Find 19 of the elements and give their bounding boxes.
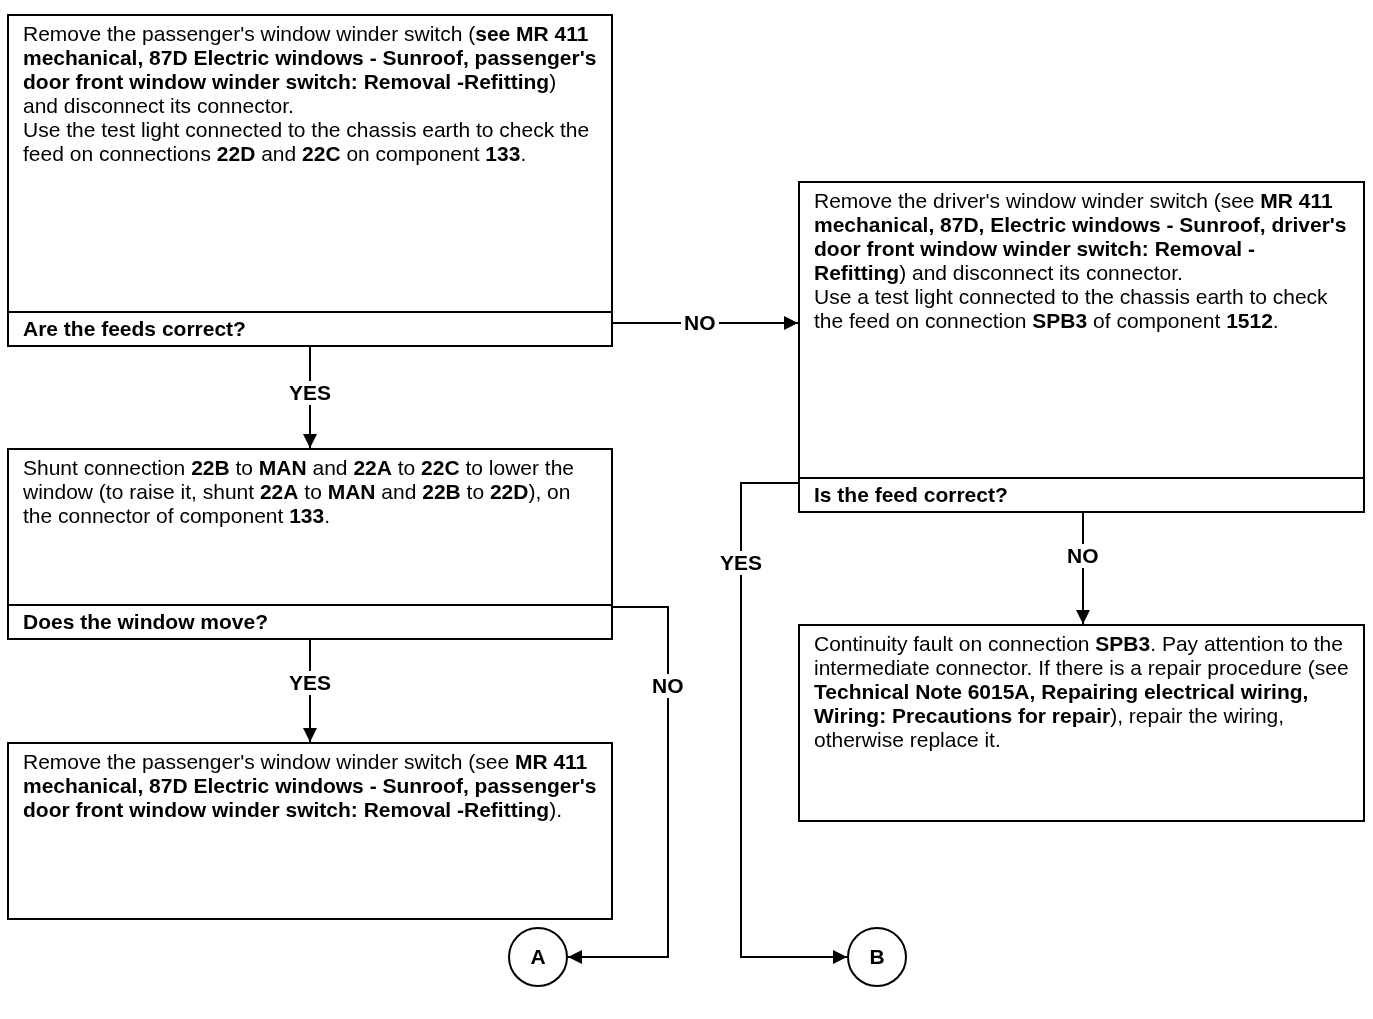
instruction-text: Shunt connection 22B to MAN and 22A to 22C to lower the window (to raise it, shunt 22A to MAN and 22B to 22D), on the connector of component 133. (22, 455, 576, 528)
process-box (7, 14, 613, 347)
process-box (7, 742, 613, 920)
question-text: Are the feeds correct? (9, 311, 611, 345)
arrow (740, 482, 848, 964)
process-box (798, 624, 1365, 822)
instruction-text: Remove the passenger's window winder switch (see MR 411 mechanical, 87D Electric windows - Sunroof, passenger's door front window winder switch: Removal -Refitting). (22, 749, 598, 823)
process-box (7, 448, 613, 640)
connector-circle: A (508, 927, 568, 987)
instruction-text: Continuity fault on connection SPB3. Pay attention to the intermediate connector. If there is a repair procedure (see Technical Note 6015A, Repairing electrical wiring, Wiring: Precautions for repair), repair the wiring, otherwise replace it. (813, 631, 1350, 753)
instruction-text: Use the test light connected to the chassis earth to check the feed on connections 22D and 22C on component 133. (22, 118, 591, 166)
question-text: Is the feed correct? (800, 477, 1363, 511)
connector-circle: B (847, 927, 907, 987)
process-box (798, 181, 1365, 513)
arrow (567, 606, 669, 964)
instruction-text: Remove the driver's window winder switch (see MR 411 mechanical, 87D, Electric windows - Sunroof, driver's door front window winder switch: Removal - Refitting) and disconnect its connector. (813, 188, 1348, 285)
instruction-text: Remove the passenger's window winder switch (see MR 411 mechanical, 87D Electric windows - Sunroof, passenger's door front window winder switch: Removal -Refitting) and disconnect its connector. (22, 21, 598, 118)
question-text: Does the window move? (9, 604, 611, 638)
instruction-text: Use a test light connected to the chassis earth to check the feed on connection SPB3 of component 1512. (813, 285, 1329, 333)
